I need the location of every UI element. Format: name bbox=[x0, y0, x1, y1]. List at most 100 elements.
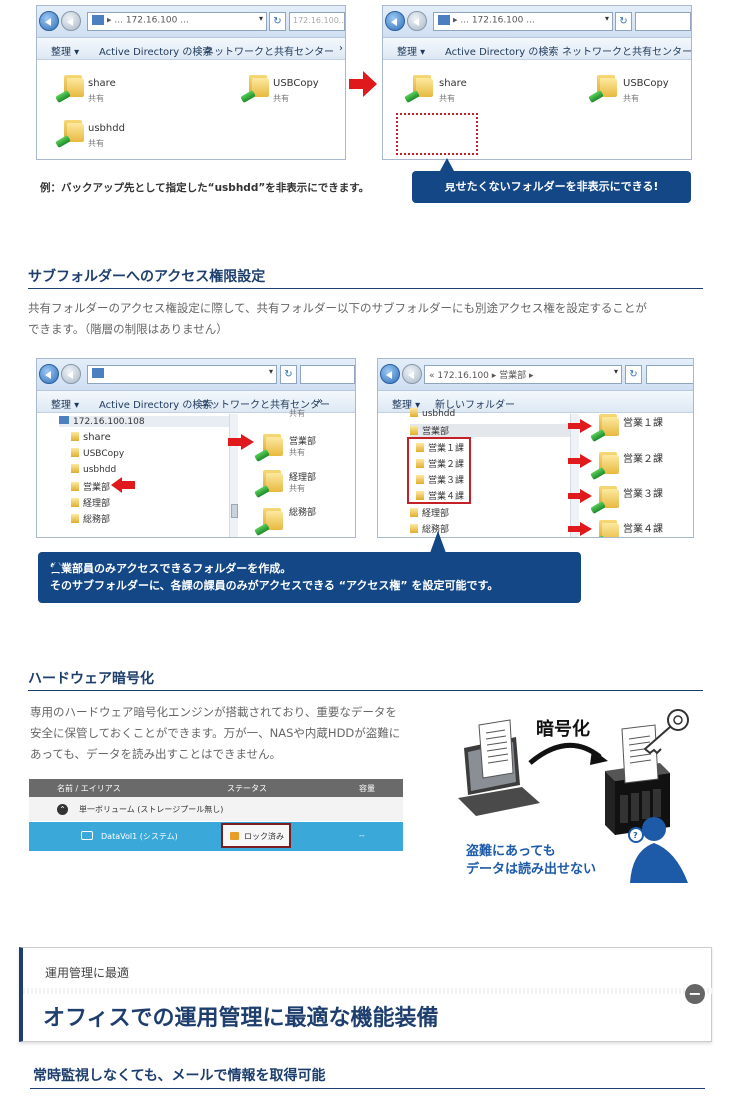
folder-sub: 共有 bbox=[88, 139, 104, 148]
tree-item[interactable]: 経理部 bbox=[410, 506, 449, 519]
tree-item[interactable]: 総務部 bbox=[410, 522, 449, 535]
address-box[interactable]: « 172.16.100 ▸ 営業部 ▸▾ bbox=[424, 365, 622, 384]
chevron-down-icon[interactable]: ▾ bbox=[268, 367, 273, 376]
organize-button[interactable]: 整理 ▾ bbox=[51, 47, 80, 58]
red-arrow-icon bbox=[111, 477, 135, 497]
address-box[interactable]: ▾ bbox=[87, 365, 277, 384]
feature-heading-box: 運用管理に最適 オフィスでの運用管理に最適な機能装備 − bbox=[19, 947, 712, 1042]
chevron-down-icon[interactable]: ▾ bbox=[258, 14, 263, 23]
folder-icon[interactable] bbox=[590, 452, 619, 481]
back-button[interactable] bbox=[380, 364, 400, 384]
forward-button[interactable] bbox=[61, 11, 81, 31]
folder-name[interactable]: share bbox=[88, 78, 116, 89]
folder-sub: 共有 bbox=[289, 409, 305, 418]
folder-name[interactable]: 営業部 bbox=[289, 437, 317, 447]
new-folder-button[interactable]: 新しいフォルダー bbox=[435, 400, 515, 411]
shared-folder-icon[interactable] bbox=[55, 75, 84, 104]
refresh-button[interactable]: ↻ bbox=[625, 365, 642, 384]
search-input[interactable]: 172.16.100... bbox=[289, 12, 345, 31]
folder-name[interactable]: USBCopy bbox=[623, 78, 669, 89]
folder-name[interactable]: 営業１課 bbox=[623, 418, 663, 429]
ad-search-button[interactable]: Active Directory の検索 bbox=[99, 400, 213, 411]
tree-item[interactable]: 総務部 bbox=[71, 512, 110, 525]
shared-folder-icon[interactable] bbox=[404, 75, 433, 104]
refresh-button[interactable]: ↻ bbox=[615, 12, 632, 31]
more-button[interactable]: › bbox=[339, 43, 343, 54]
folder-icon[interactable] bbox=[590, 414, 619, 443]
red-arrow-icon bbox=[568, 488, 592, 507]
folder-icon[interactable] bbox=[590, 520, 619, 537]
collapse-button[interactable]: − bbox=[685, 984, 705, 1004]
tree-item[interactable]: 営業１課 bbox=[416, 441, 464, 454]
tree-item[interactable]: 営業２課 bbox=[416, 457, 464, 470]
shared-folder-icon[interactable] bbox=[254, 434, 283, 463]
shared-folder-icon[interactable] bbox=[55, 120, 84, 149]
content-pane: 営業１課 営業２課 営業３課 営業４課 bbox=[583, 414, 693, 537]
ad-search-button[interactable]: Active Directory の検索 bbox=[445, 47, 559, 58]
explorer-window-right: ▸ ... 172.16.100 ...▾ ↻ 整理 ▾ Active Dire… bbox=[382, 5, 692, 160]
back-button[interactable] bbox=[385, 11, 405, 31]
search-input[interactable] bbox=[646, 365, 693, 384]
red-arrow-icon bbox=[568, 418, 592, 437]
tree-item[interactable]: 経理部 bbox=[71, 496, 110, 509]
toolbar: 整理 ▾ 新しいフォルダー bbox=[378, 391, 693, 413]
organize-button[interactable]: 整理 ▾ bbox=[397, 47, 426, 58]
tree-item[interactable]: 営業４課 bbox=[416, 489, 464, 502]
address-box[interactable]: ▸ ... 172.16.100 ...▾ bbox=[433, 12, 613, 31]
folder-name[interactable]: 経理部 bbox=[289, 473, 317, 483]
folder-name[interactable]: USBCopy bbox=[273, 78, 319, 89]
tree-item[interactable]: 営業部 bbox=[410, 424, 570, 437]
forward-button[interactable] bbox=[61, 364, 81, 384]
folder-sub: 共有 bbox=[289, 484, 305, 493]
refresh-button[interactable]: ↻ bbox=[269, 12, 286, 31]
tree-item[interactable]: share bbox=[71, 432, 111, 443]
network-icon bbox=[438, 15, 450, 25]
scrollbar[interactable] bbox=[229, 414, 238, 537]
table-row[interactable]: DataVol1 (システム) ロック済み -- bbox=[29, 822, 403, 851]
section-title: ハードウェア暗号化 bbox=[28, 671, 154, 687]
folder-name[interactable]: 総務部 bbox=[289, 508, 317, 518]
tree-item[interactable]: USBCopy bbox=[71, 448, 124, 459]
access-right-callout: 営業部員のみアクセスできるフォルダーを作成。 そのサブフォルダーに、各課の課員の… bbox=[38, 552, 581, 603]
more-button[interactable]: » bbox=[317, 396, 324, 407]
back-button[interactable] bbox=[39, 364, 59, 384]
folder-name[interactable]: 営業３課 bbox=[623, 489, 663, 500]
tree-item[interactable]: usbhdd bbox=[410, 408, 455, 419]
back-button[interactable] bbox=[39, 11, 59, 31]
address-box[interactable]: ▸ ... 172.16.100 ...▾ bbox=[87, 12, 267, 31]
lock-icon bbox=[230, 832, 239, 840]
organize-button[interactable]: 整理 ▾ bbox=[51, 400, 80, 411]
ad-search-button[interactable]: Active Directory の検索 bbox=[99, 47, 213, 58]
forward-button[interactable] bbox=[407, 11, 427, 31]
network-center-button[interactable]: ネットワークと共有センター bbox=[204, 47, 334, 58]
tree-item[interactable]: 営業部 bbox=[71, 480, 110, 493]
network-center-button[interactable]: ネットワークと共有センター bbox=[200, 400, 330, 411]
laptop-nas-illustration: ? bbox=[458, 709, 689, 883]
collapse-icon[interactable]: ⌃ bbox=[57, 804, 68, 815]
shared-folder-icon[interactable] bbox=[254, 470, 283, 499]
refresh-button[interactable]: ↻ bbox=[280, 365, 297, 384]
chevron-down-icon[interactable]: ▾ bbox=[613, 367, 618, 376]
tree-item[interactable]: usbhdd bbox=[71, 464, 116, 475]
explorer-window-subfolder-right: « 172.16.100 ▸ 営業部 ▸▾ ↻ 整理 ▾ 新しいフォルダー us… bbox=[377, 358, 694, 538]
shared-folder-icon[interactable] bbox=[240, 75, 269, 104]
chevron-down-icon[interactable]: ▾ bbox=[604, 14, 609, 23]
section-paragraph: 共有フォルダーのアクセス権設定に際して、共有フォルダー以下のサブフォルダーにも別… bbox=[28, 301, 647, 336]
organize-button[interactable]: 整理 ▾ bbox=[392, 400, 421, 411]
shared-folder-icon[interactable] bbox=[254, 508, 283, 537]
folder-name[interactable]: share bbox=[439, 78, 467, 89]
search-input[interactable] bbox=[635, 12, 691, 31]
shared-folder-icon[interactable] bbox=[588, 75, 617, 104]
folder-name[interactable]: usbhdd bbox=[88, 123, 125, 134]
search-input[interactable] bbox=[300, 365, 355, 384]
folder-name[interactable]: 営業４課 bbox=[623, 524, 663, 535]
table-row[interactable]: ⌃ 単一ボリューム (ストレージプール無し) bbox=[29, 797, 403, 821]
network-center-button[interactable]: ネットワークと共有センター bbox=[562, 47, 692, 58]
tree-root[interactable]: 172.16.100.108 bbox=[59, 416, 229, 427]
explorer-window-left: ▸ ... 172.16.100 ...▾ ↻ 172.16.100... 整理… bbox=[36, 5, 346, 160]
tree-item[interactable]: 営業３課 bbox=[416, 473, 464, 486]
folder-name[interactable]: 営業２課 bbox=[623, 454, 663, 465]
folder-icon[interactable] bbox=[590, 486, 619, 515]
scrollbar[interactable] bbox=[570, 414, 579, 537]
forward-button[interactable] bbox=[402, 364, 422, 384]
